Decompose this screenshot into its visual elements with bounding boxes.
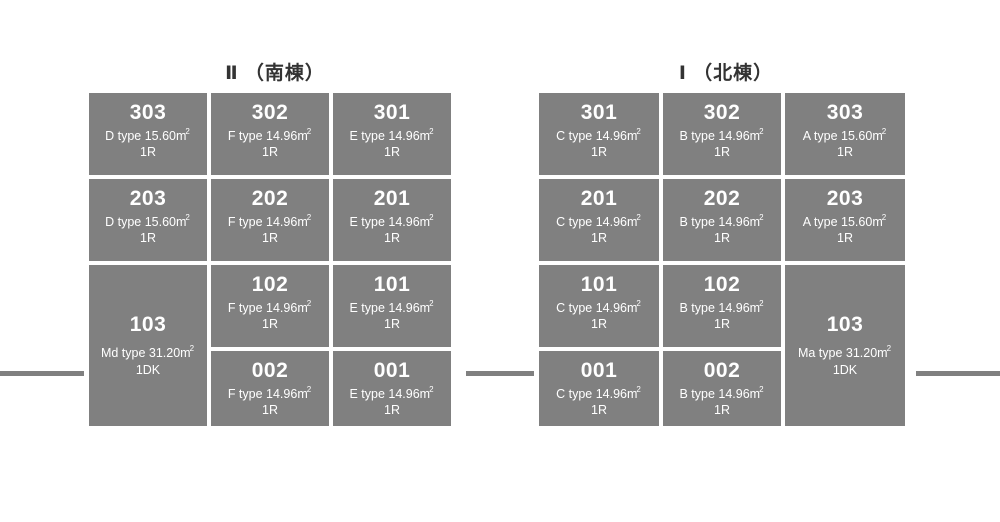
unit-type: E type 14.96m2 (349, 212, 434, 229)
unit-layout: 1R (140, 231, 156, 246)
unit-number: 302 (251, 101, 289, 124)
unit-cell-n-303[interactable]: 303 A type 15.60m2 1R (785, 93, 905, 175)
unit-number: 101 (373, 273, 411, 296)
path-connector-middle (466, 371, 534, 376)
unit-layout: 1DK (135, 362, 161, 377)
unit-type: E type 14.96m2 (349, 298, 434, 315)
unit-layout: 1R (262, 145, 278, 160)
unit-layout: 1R (262, 317, 278, 332)
unit-cell-n-302[interactable]: 302 B type 14.96m2 1R (663, 93, 781, 175)
unit-number: 103 (826, 312, 864, 336)
unit-cell-n-201[interactable]: 201 C type 14.96m2 1R (539, 179, 659, 261)
unit-cell-n-102[interactable]: 102 B type 14.96m2 1R (663, 265, 781, 347)
unit-number: 002 (251, 359, 289, 382)
unit-layout: 1R (714, 145, 730, 160)
unit-cell-s-302[interactable]: 302 F type 14.96m2 1R (211, 93, 329, 175)
unit-layout: 1R (591, 145, 607, 160)
unit-type: B type 14.96m2 (679, 384, 764, 401)
unit-type: D type 15.60m2 (105, 126, 190, 143)
unit-type: A type 15.60m2 (802, 212, 887, 229)
unit-layout: 1R (262, 231, 278, 246)
unit-number: 001 (580, 359, 618, 382)
unit-cell-n-002[interactable]: 002 B type 14.96m2 1R (663, 351, 781, 426)
unit-number: 001 (373, 359, 411, 382)
unit-number: 202 (703, 187, 741, 210)
unit-layout: 1R (384, 317, 400, 332)
unit-layout: 1R (140, 145, 156, 160)
unit-number: 201 (373, 187, 411, 210)
unit-type: E type 14.96m2 (349, 126, 434, 143)
unit-layout: 1DK (832, 362, 858, 377)
building-block-south: 303 D type 15.60m2 1R 302 F type 14.96m2… (89, 93, 461, 426)
building-block-north: 301 C type 14.96m2 1R 302 B type 14.96m2… (539, 93, 913, 426)
unit-type: B type 14.96m2 (679, 212, 764, 229)
unit-cell-s-101[interactable]: 101 E type 14.96m2 1R (333, 265, 451, 347)
unit-layout: 1R (714, 317, 730, 332)
path-connector-left (0, 371, 84, 376)
unit-type: D type 15.60m2 (105, 212, 190, 229)
path-connector-right (916, 371, 1000, 376)
unit-cell-n-103[interactable]: 103 Ma type 31.20m2 1DK (785, 265, 905, 426)
unit-number: 203 (826, 187, 864, 210)
unit-type: C type 14.96m2 (556, 126, 641, 143)
unit-type: F type 14.96m2 (227, 126, 312, 143)
unit-type: F type 14.96m2 (227, 212, 312, 229)
unit-number: 202 (251, 187, 289, 210)
unit-cell-s-102[interactable]: 102 F type 14.96m2 1R (211, 265, 329, 347)
unit-type: C type 14.96m2 (556, 212, 641, 229)
unit-cell-s-001[interactable]: 001 E type 14.96m2 1R (333, 351, 451, 426)
unit-layout: 1R (837, 145, 853, 160)
unit-number: 201 (580, 187, 618, 210)
unit-number: 102 (251, 273, 289, 296)
unit-layout: 1R (262, 403, 278, 418)
building-title-south: Ⅱ （南棟） (225, 63, 325, 84)
unit-number: 101 (580, 273, 618, 296)
unit-type: Ma type 31.20m2 (797, 344, 892, 361)
unit-cell-s-103[interactable]: 103 Md type 31.20m2 1DK (89, 265, 207, 426)
building-title-north: Ⅰ （北棟） (678, 63, 774, 84)
unit-cell-s-002[interactable]: 002 F type 14.96m2 1R (211, 351, 329, 426)
unit-cell-n-101[interactable]: 101 C type 14.96m2 1R (539, 265, 659, 347)
unit-type: F type 14.96m2 (227, 298, 312, 315)
unit-type: C type 14.96m2 (556, 384, 641, 401)
unit-layout: 1R (384, 403, 400, 418)
unit-layout: 1R (591, 317, 607, 332)
unit-cell-n-301[interactable]: 301 C type 14.96m2 1R (539, 93, 659, 175)
unit-layout: 1R (591, 231, 607, 246)
unit-number: 203 (129, 187, 167, 210)
unit-cell-s-202[interactable]: 202 F type 14.96m2 1R (211, 179, 329, 261)
unit-cell-s-201[interactable]: 201 E type 14.96m2 1R (333, 179, 451, 261)
unit-type: A type 15.60m2 (802, 126, 887, 143)
unit-type: E type 14.96m2 (349, 384, 434, 401)
unit-type: F type 14.96m2 (227, 384, 312, 401)
unit-type: C type 14.96m2 (556, 298, 641, 315)
unit-layout: 1R (714, 231, 730, 246)
unit-number: 303 (129, 101, 167, 124)
unit-layout: 1R (591, 403, 607, 418)
unit-number: 002 (703, 359, 741, 382)
unit-cell-s-303[interactable]: 303 D type 15.60m2 1R (89, 93, 207, 175)
unit-number: 302 (703, 101, 741, 124)
unit-number: 301 (580, 101, 618, 124)
unit-layout: 1R (714, 403, 730, 418)
unit-number: 301 (373, 101, 411, 124)
unit-number: 303 (826, 101, 864, 124)
unit-layout: 1R (837, 231, 853, 246)
unit-cell-n-001[interactable]: 001 C type 14.96m2 1R (539, 351, 659, 426)
unit-number: 102 (703, 273, 741, 296)
unit-layout: 1R (384, 145, 400, 160)
unit-cell-s-203[interactable]: 203 D type 15.60m2 1R (89, 179, 207, 261)
unit-type: B type 14.96m2 (679, 126, 764, 143)
unit-cell-s-301[interactable]: 301 E type 14.96m2 1R (333, 93, 451, 175)
unit-cell-n-203[interactable]: 203 A type 15.60m2 1R (785, 179, 905, 261)
unit-type: Md type 31.20m2 (100, 344, 195, 361)
unit-number: 103 (129, 312, 167, 336)
unit-cell-n-202[interactable]: 202 B type 14.96m2 1R (663, 179, 781, 261)
unit-layout: 1R (384, 231, 400, 246)
unit-type: B type 14.96m2 (679, 298, 764, 315)
